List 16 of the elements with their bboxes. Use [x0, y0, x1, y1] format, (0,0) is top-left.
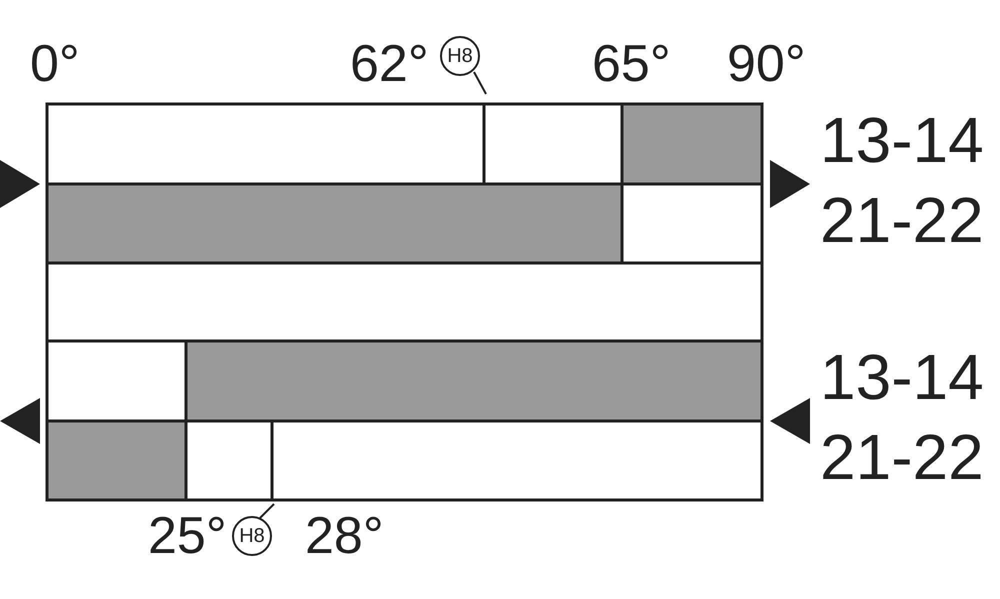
callout-circle [440, 36, 480, 76]
angle-label: 0° [30, 38, 80, 90]
angle-label: 28° [305, 510, 384, 562]
angle-label: 25° [148, 510, 227, 562]
callout-circle [232, 516, 272, 556]
angle-label: 90° [727, 38, 806, 90]
leader-line [259, 503, 275, 519]
contact-number: 13-14 [820, 345, 984, 409]
contact-number: 21-22 [820, 425, 984, 489]
contact-number: 21-22 [820, 188, 984, 252]
leader-line [473, 72, 487, 94]
angle-label: 62° [350, 38, 429, 90]
angle-label: 65° [592, 38, 671, 90]
contact-number: 13-14 [820, 108, 984, 172]
callout-text: H8 [239, 524, 265, 548]
callout-text: H8 [447, 44, 473, 68]
